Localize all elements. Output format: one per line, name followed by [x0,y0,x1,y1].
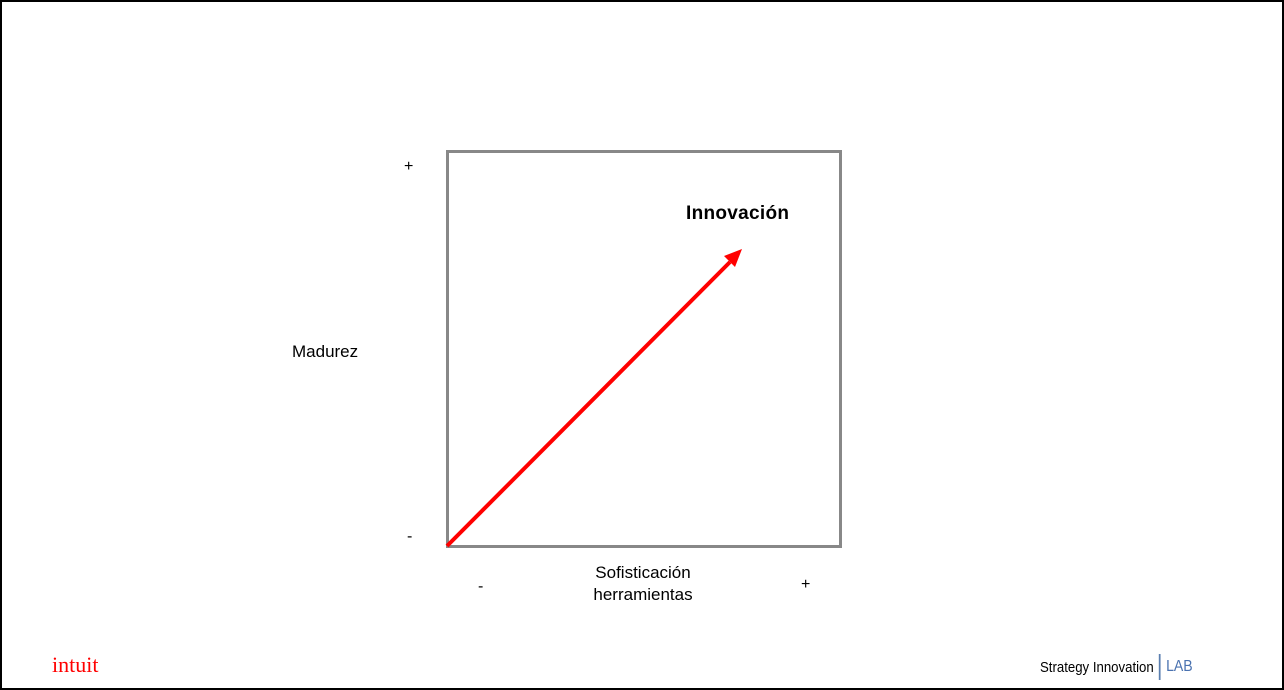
x-axis-low-marker: - [478,578,484,595]
lab-text: LAB [1166,658,1193,675]
growth-arrow-shaft [445,260,732,548]
y-axis-label: Madurez [292,342,359,361]
strategy-innovation-text: Strategy Innovation [1040,658,1154,676]
quadrant-box [446,150,842,548]
arrow-label: Innovación [686,203,790,224]
brand-divider [1159,654,1161,680]
x-axis-high-marker: + [801,576,811,593]
y-axis-low-marker: - [407,528,413,545]
y-axis-high-marker: + [404,158,414,175]
growth-arrow-head [724,249,742,267]
strategy-innovation-lab-brand: Strategy Innovation LAB [1040,652,1193,682]
x-axis-label: Sofisticación herramientas [593,563,693,604]
intuit-logo: intuit [52,652,99,677]
